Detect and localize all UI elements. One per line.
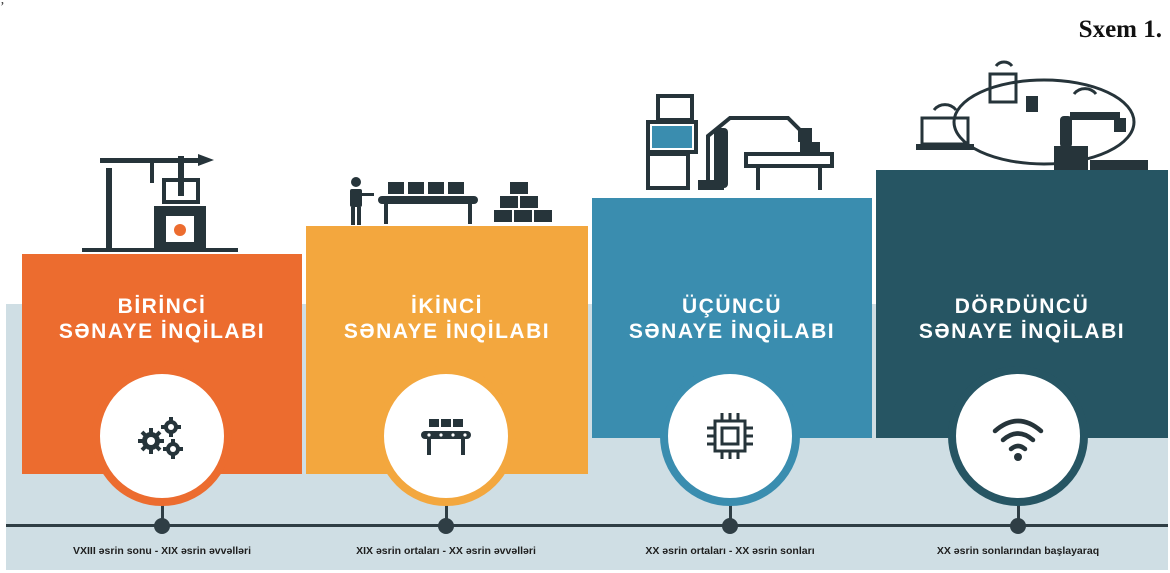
gears-icon [138,417,183,459]
period-label-2: XIX əsrin ortaları - XX əsrin əvvəlləri [356,545,536,557]
scheme-title: Sxem 1. [1078,16,1162,43]
stage-icon-circle-3 [660,366,800,506]
stage-title-3: ÜÇÜNCÜ SƏNAYE İNQİLABI [628,295,836,343]
stage-title-1: BİRİNCİ SƏNAYE İNQİLABI [58,295,266,343]
stage-icon-circle-4 [948,366,1088,506]
period-label-3: XX əsrin ortaları - XX əsrin sonları [645,545,815,557]
connected-robot-illustration [916,60,1148,184]
timeline-track [6,524,1168,527]
steam-engine-illustration [82,154,238,252]
stage-title-4: DÖRDÜNCÜ SƏNAYE İNQİLABI [918,295,1126,343]
period-label-4: XX əsrin sonlarından başlayaraq [936,545,1100,557]
revolution-timeline: BİRİNCİ SƏNAYE İNQİLABI İKİNCİ SƏNAYE İN… [6,58,1168,570]
microchip-icon [707,413,753,459]
conveyor-icon [421,419,471,455]
computer-robot-arm-illustration [646,94,834,190]
stage-icon-circle-1 [92,366,232,506]
stage-block-1: BİRİNCİ SƏNAYE İNQİLABI [22,254,302,474]
stage-title-2: İKİNCİ SƏNAYE İNQİLABI [343,295,551,343]
wifi-icon [992,418,1044,461]
assembly-line-illustration [350,177,552,225]
corner-mark: ʼ [0,0,5,15]
stage-icon-circle-2 [376,366,516,506]
period-label-1: VXIII əsrin sonu - XIX əsrin əvvəlləri [73,545,251,557]
